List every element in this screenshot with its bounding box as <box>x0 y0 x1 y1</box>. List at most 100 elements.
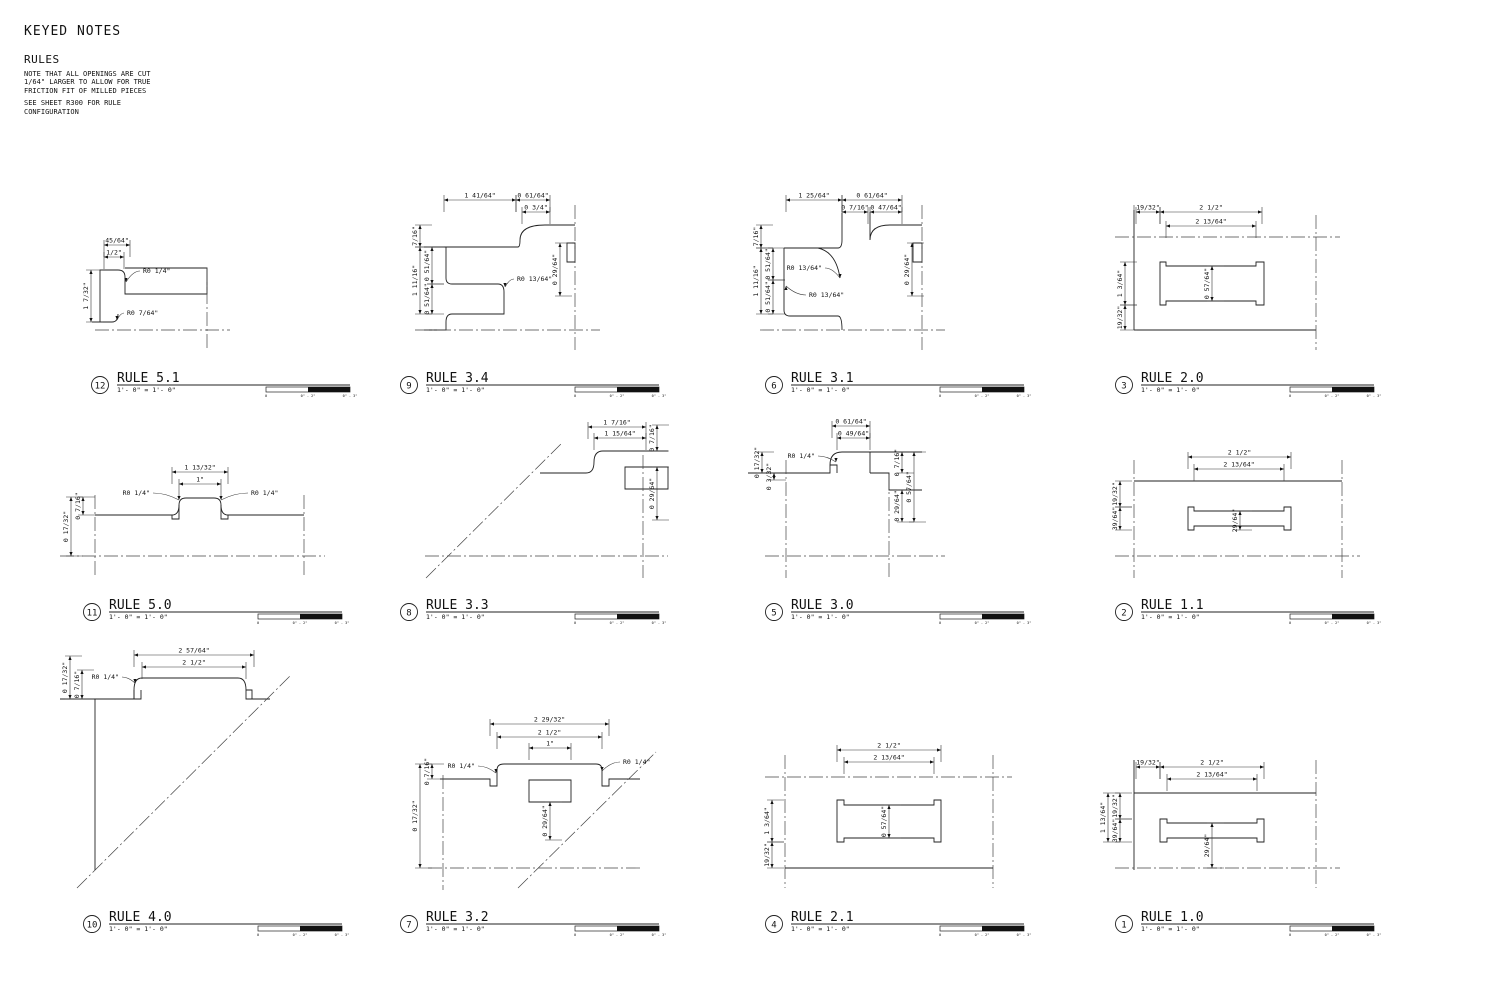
scale-bar-fill <box>308 387 350 392</box>
arrowhead <box>418 310 422 314</box>
arrowhead <box>1258 210 1262 214</box>
dimension-label: 1 25/64" <box>798 192 829 200</box>
dimension-label: 19/32" <box>1136 759 1159 767</box>
dimension-label: 2 29/32" <box>534 716 565 724</box>
dimension-label: 19/32" <box>1116 306 1124 329</box>
arrowhead <box>1123 326 1127 330</box>
arrowhead <box>177 496 181 500</box>
scale-bar-label: 0" - 2" <box>293 621 308 625</box>
scale-bar-label: 0" - 3" <box>335 933 350 937</box>
dimension-label: R0 1/4" <box>143 267 170 275</box>
drawing-rule-3-1: 1 25/64"0 61/64"0 7/16"0 47/64"7/16"1 11… <box>752 192 945 350</box>
dimension-label: 0 57/64" <box>880 806 888 837</box>
arrowhead <box>760 452 764 456</box>
arrowhead <box>546 210 550 214</box>
arrowhead <box>759 248 763 252</box>
dimension-label: 0 3/32" <box>765 463 773 490</box>
arrowhead <box>418 247 422 251</box>
arrowhead <box>242 665 246 669</box>
detail-number: 5 <box>771 609 776 619</box>
scale-bar-label: 0" - 2" <box>1325 394 1340 398</box>
arrowhead <box>444 198 448 202</box>
arrowhead <box>1136 765 1140 769</box>
arrowhead <box>655 447 659 451</box>
dimension-label: 0 61/64" <box>835 418 866 426</box>
scale-bar-fill <box>1332 926 1374 931</box>
arrowhead <box>217 482 221 486</box>
scale-bar-fill <box>617 614 659 619</box>
arrowhead <box>494 769 498 773</box>
arrowhead <box>864 210 868 214</box>
dimension-label: 0 61/64" <box>856 192 887 200</box>
arrowhead <box>1188 455 1192 459</box>
arrowhead <box>89 318 93 322</box>
dimension-label: R0 13/64" <box>517 275 552 283</box>
detail-scale: 1'- 0" = 1'- 0" <box>791 386 850 394</box>
dimension-label: 0 29/64" <box>551 254 559 285</box>
arrowhead <box>784 286 788 290</box>
scale-bar-label: 0 <box>257 933 259 937</box>
arrowhead <box>133 679 137 683</box>
dimension-label: 0 17/32" <box>753 447 761 478</box>
drawing-rule-3-4: 1 41/64"0 61/64"0 3/4"7/16"1 11/16"0 51/… <box>411 192 600 350</box>
scale-bar-label: 0 <box>257 621 259 625</box>
scale-bar-label: 0" - 3" <box>1017 933 1032 937</box>
arrowhead <box>430 310 434 314</box>
dimension-label: 0 17/32" <box>62 511 70 542</box>
arrowhead <box>430 764 434 768</box>
arrowhead <box>430 775 434 779</box>
dimension-label: 45/64" <box>105 237 128 245</box>
detail-number-circle <box>1115 376 1133 394</box>
arrowhead <box>912 518 916 522</box>
arrowhead <box>594 436 598 440</box>
arrowhead <box>1166 224 1170 228</box>
dimension-label: R0 1/4" <box>251 489 278 497</box>
arrowhead <box>1118 819 1122 823</box>
arrowhead <box>760 469 764 473</box>
arrowhead <box>1160 765 1164 769</box>
scale-bar-label: 0" - 3" <box>1017 394 1032 398</box>
arrowhead <box>1194 467 1198 471</box>
arrowhead <box>605 722 609 726</box>
arrowhead <box>898 210 902 214</box>
scale-bar-fill <box>300 614 342 619</box>
keyed-notes-title: KEYED NOTES <box>24 24 122 39</box>
drawing-rule-1-1: 2 1/2"2 13/64"39/64"19/32"29/64" <box>1111 449 1360 578</box>
scale-bar-label: 0 <box>939 933 941 937</box>
dimension-label: 0 57/64" <box>905 471 913 502</box>
arrowhead <box>69 497 73 501</box>
arrowhead <box>937 748 941 752</box>
dimension-label: 1 3/64" <box>1116 270 1124 297</box>
dimension-label: 2 1/2" <box>182 659 205 667</box>
arrowhead <box>548 836 552 840</box>
arrowhead <box>771 280 775 284</box>
arrowhead <box>786 198 790 202</box>
arrowhead <box>68 656 72 660</box>
arrowhead <box>771 310 775 314</box>
detail-number: 11 <box>87 609 98 619</box>
arrowhead <box>134 653 138 657</box>
detail-title: RULE 1.1 <box>1141 598 1204 613</box>
arrowhead <box>179 482 183 486</box>
arrowhead <box>1123 305 1127 309</box>
arrowhead <box>1167 777 1171 781</box>
detail-scale: 1'- 0" = 1'- 0" <box>426 925 485 933</box>
detail-title: RULE 1.0 <box>1141 910 1204 925</box>
arrowhead <box>1287 455 1291 459</box>
detail-number: 8 <box>406 609 411 619</box>
arrowhead <box>529 746 533 750</box>
arrowhead <box>866 424 870 428</box>
arrowhead <box>898 198 902 202</box>
detail-title: RULE 5.0 <box>109 598 172 613</box>
arrowhead <box>418 225 422 229</box>
dimension-label: 2 57/64" <box>178 647 209 655</box>
dimension-label: R0 1/4" <box>123 489 150 497</box>
scale-bar-label: 0" - 2" <box>293 933 308 937</box>
scale-bar-label: 0 <box>574 394 576 398</box>
dimension-label: 0 57/64" <box>1203 268 1211 299</box>
dimension-label: 1 41/64" <box>464 192 495 200</box>
arrowhead <box>172 470 176 474</box>
